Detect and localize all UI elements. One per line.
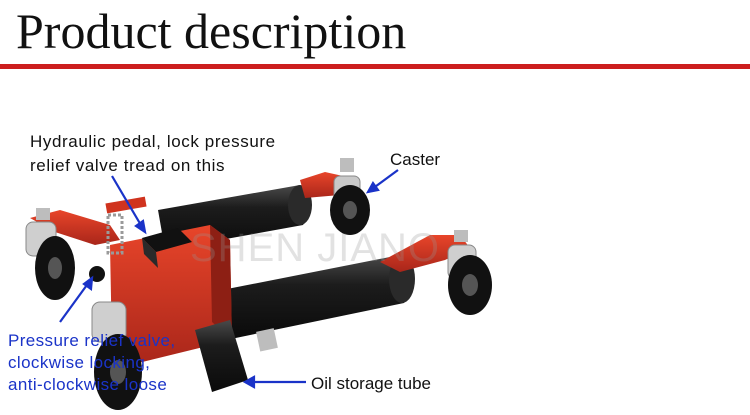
oil-storage-tube xyxy=(195,320,248,392)
left-frame-arm xyxy=(30,210,120,245)
caster-front-right xyxy=(447,230,492,315)
right-frame-arm-front xyxy=(380,235,470,272)
callout-pedal-line-2: relief valve tread on this xyxy=(30,156,226,175)
callout-oil-tube: Oil storage tube xyxy=(311,374,432,393)
callout-caster: Caster xyxy=(390,150,441,169)
arrow-icon xyxy=(59,169,399,389)
spring xyxy=(106,213,124,255)
pedal-icon xyxy=(105,196,192,268)
callout-relief-line-3: anti-clockwise loose xyxy=(8,375,168,394)
callout-relief-valve: Pressure relief valve, clockwise locking… xyxy=(8,330,176,396)
callout-relief-line-1: Pressure relief valve, xyxy=(8,331,176,350)
callout-pedal-line-1: Hydraulic pedal, lock pressure xyxy=(30,132,276,151)
page-title: Product description xyxy=(16,3,407,59)
header-divider xyxy=(0,64,750,69)
caster-front-left xyxy=(91,301,142,410)
watermark-text: SHEN JIANO xyxy=(190,226,441,270)
callout-pedal: Hydraulic pedal, lock pressure relief va… xyxy=(30,130,276,178)
caster-left xyxy=(25,208,75,300)
callout-relief-line-2: clockwise locking, xyxy=(8,353,151,372)
caster-top-right xyxy=(330,158,370,235)
